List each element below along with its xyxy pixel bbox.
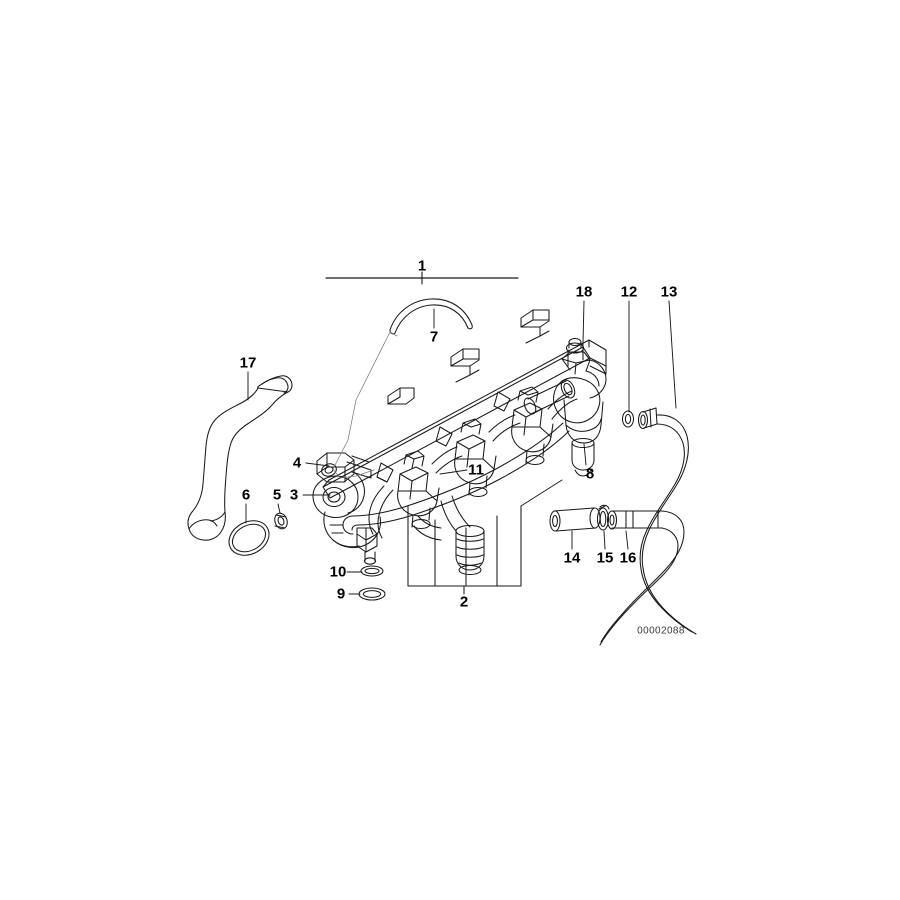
callout-label-15: 15 (596, 549, 614, 567)
part-9-seal-ring (358, 587, 386, 601)
rail-clip (387, 387, 415, 405)
rail-hose-network (329, 390, 578, 576)
callout-label-13: 13 (660, 283, 678, 301)
callout-label-14: 14 (563, 549, 581, 567)
part-12-o-ring (621, 410, 635, 428)
callout-label-3: 3 (289, 486, 299, 504)
part-1-fuel-rail (322, 309, 607, 499)
callout-label-4: 4 (292, 454, 302, 472)
callout-label-18: 18 (575, 283, 593, 301)
part-11-injector (454, 418, 497, 498)
rail-clip (450, 348, 480, 383)
callout-label-12: 12 (620, 283, 638, 301)
callout-label-11: 11 (468, 461, 484, 479)
part-14-rubber-sleeve (549, 507, 601, 532)
part-3-4-throttle-body (312, 452, 381, 565)
part-5-grommet (274, 512, 288, 530)
callout-label-16: 16 (619, 549, 637, 567)
diagram-id-code: 00002088 (637, 625, 685, 637)
left-manifold-hoses (368, 485, 394, 539)
part-11-injector (397, 450, 440, 530)
callout-1-bracket (325, 271, 519, 285)
part-6-o-ring (228, 520, 270, 556)
part-10-seal-ring (360, 565, 384, 577)
rail-clip (520, 309, 550, 344)
callout-label-7: 7 (429, 328, 439, 346)
callout-label-10: 10 (329, 563, 347, 581)
part-17-intake-hose (187, 375, 293, 541)
callout-label-5: 5 (272, 486, 282, 504)
leader-lines (245, 300, 677, 595)
part-7-vent-hose (389, 298, 473, 335)
part-8-pressure-regulator (523, 351, 607, 477)
part-15-hose-clamp (596, 504, 610, 531)
callout-label-9: 9 (336, 585, 346, 603)
part-13-return-pipe (637, 407, 697, 635)
callout-label-8: 8 (585, 465, 595, 483)
callout-label-17: 17 (239, 354, 257, 372)
part-16-connecting-pipe (599, 510, 685, 646)
callout-label-1: 1 (417, 257, 427, 275)
manifold-ghost-outline (332, 331, 398, 479)
callout-2-bracket (407, 505, 522, 595)
part-11-injector (511, 386, 554, 466)
callout-label-6: 6 (241, 486, 251, 504)
callout-label-2: 2 (459, 593, 469, 611)
